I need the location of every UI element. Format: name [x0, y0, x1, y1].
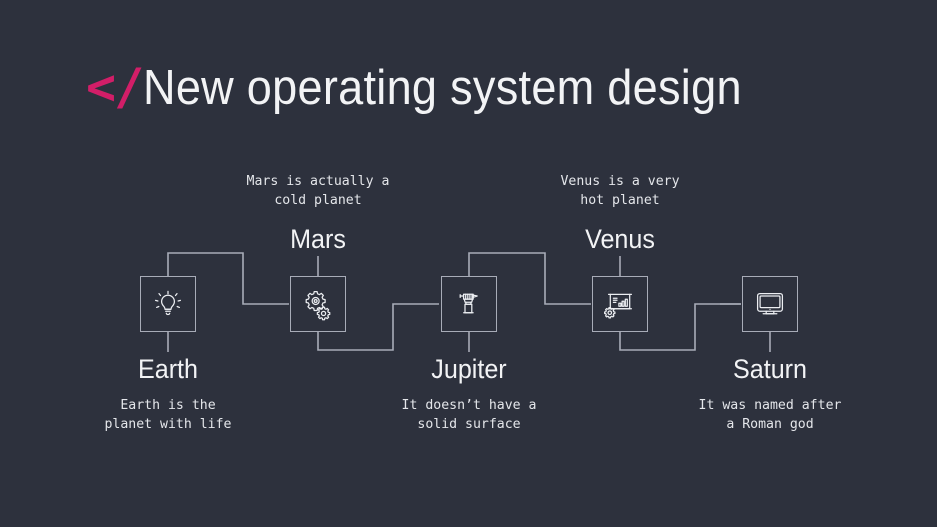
- node-description-jupiter: It doesn’t have a solid surface: [401, 398, 537, 432]
- node-box-saturn[interactable]: [742, 276, 798, 332]
- node-title-mars: Mars: [290, 224, 346, 254]
- node-box-jupiter[interactable]: [441, 276, 497, 332]
- node-title-jupiter: Jupiter: [431, 354, 507, 384]
- node-box-mars[interactable]: [290, 276, 346, 332]
- microscope-icon: [452, 287, 486, 321]
- gears-icon: [301, 287, 335, 321]
- node-description-mars: Mars is actually a cold planet: [246, 174, 390, 208]
- node-box-earth[interactable]: [140, 276, 196, 332]
- monitor-icon: [753, 287, 787, 321]
- node-title-saturn: Saturn: [733, 354, 807, 384]
- node-description-venus: Venus is a very hot planet: [560, 174, 680, 208]
- page-title: </ New operating system design: [86, 62, 794, 113]
- page-title-text: New operating system design: [143, 61, 743, 115]
- node-title-venus: Venus: [585, 224, 655, 254]
- code-tag-accent: </: [86, 58, 144, 116]
- node-description-saturn: It was named after a Roman god: [698, 398, 842, 432]
- node-box-venus[interactable]: [592, 276, 648, 332]
- node-title-earth: Earth: [137, 354, 199, 384]
- node-description-earth: Earth is the planet with life: [104, 398, 232, 432]
- lightbulb-icon: [151, 287, 185, 321]
- presentation-chart-icon: [603, 287, 637, 321]
